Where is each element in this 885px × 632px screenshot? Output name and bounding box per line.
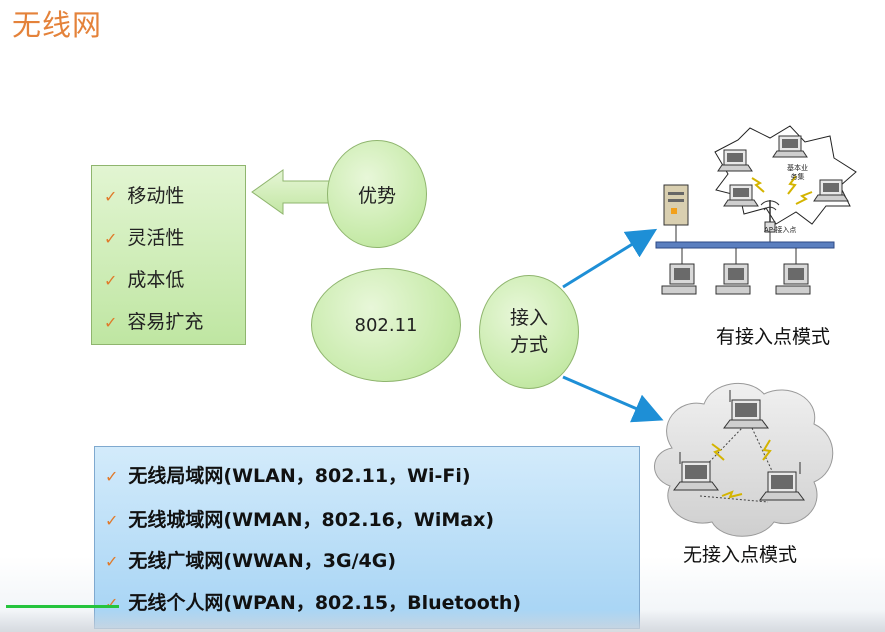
video-control-strip[interactable] bbox=[0, 610, 885, 632]
laptop-icon bbox=[759, 462, 805, 501]
advantage-label: 容易扩充 bbox=[127, 311, 204, 333]
advantage-item: ✓ 移动性 bbox=[104, 181, 184, 208]
video-progress-bar[interactable] bbox=[6, 605, 119, 608]
desktop-icon bbox=[775, 248, 811, 295]
network-type-label: 无线城域网(WMAN，802.16，WiMax) bbox=[128, 509, 495, 531]
arrow-to-ap-mode bbox=[562, 228, 658, 289]
access-method-label-line: 接入 bbox=[509, 307, 548, 329]
check-icon: ✓ bbox=[105, 511, 119, 530]
network-types-box: ✓ 无线局域网(WLAN，802.11，Wi-Fi) ✓ 无线城域网(WMAN，80… bbox=[94, 446, 640, 629]
ap-mode-caption: 有接入点模式 bbox=[716, 326, 831, 348]
network-type-item: ✓ 无线广域网(WWAN，3G/4G) bbox=[105, 546, 396, 573]
access-method-label-line: 方式 bbox=[509, 334, 548, 356]
check-icon: ✓ bbox=[104, 271, 118, 290]
check-icon: ✓ bbox=[104, 187, 118, 206]
advantage-label: 灵活性 bbox=[127, 227, 185, 249]
network-type-label: 无线个人网(WPAN，802.15，Bluetooth) bbox=[128, 592, 522, 614]
signal-icon bbox=[787, 175, 797, 195]
standard-node-label: 802.11 bbox=[354, 314, 418, 336]
laptop-icon bbox=[813, 179, 849, 202]
advantages-box: ✓ 移动性 ✓ 灵活性 ✓ 成本低 ✓ 容易扩充 bbox=[91, 165, 246, 345]
network-type-item: ✓ 无线城域网(WMAN，802.16，WiMax) bbox=[105, 505, 494, 532]
check-icon: ✓ bbox=[104, 229, 118, 248]
arrow-to-adhoc-mode bbox=[562, 375, 664, 423]
adhoc-mode-caption: 无接入点模式 bbox=[683, 544, 798, 566]
signal-icon bbox=[721, 490, 743, 499]
check-icon: ✓ bbox=[104, 313, 118, 332]
network-backbone bbox=[655, 241, 835, 249]
signal-icon bbox=[795, 191, 813, 205]
laptop-icon bbox=[772, 135, 808, 158]
advantage-item: ✓ 成本低 bbox=[104, 265, 184, 292]
advantage-node-label: 优势 bbox=[357, 184, 396, 207]
check-icon: ✓ bbox=[105, 594, 119, 613]
check-icon: ✓ bbox=[105, 552, 119, 571]
laptop-icon bbox=[717, 149, 753, 172]
bss-label: 基本业 务集 bbox=[787, 164, 808, 182]
standard-node: 802.11 bbox=[311, 268, 461, 382]
advantage-label: 成本低 bbox=[127, 269, 185, 291]
server-icon bbox=[663, 184, 689, 244]
advantage-item: ✓ 灵活性 bbox=[104, 223, 184, 250]
desktop-icon bbox=[661, 248, 697, 295]
ap-mode-illustration bbox=[655, 125, 857, 295]
network-type-label: 无线局域网(WLAN，802.11，Wi-Fi) bbox=[128, 465, 471, 487]
bss-label-line: 务集 bbox=[790, 173, 805, 181]
left-arrow bbox=[251, 169, 336, 215]
network-type-item: ✓ 无线个人网(WPAN，802.15，Bluetooth) bbox=[105, 588, 521, 615]
advantage-label: 移动性 bbox=[127, 185, 185, 207]
signal-icon bbox=[762, 439, 772, 461]
laptop-icon bbox=[673, 452, 719, 491]
check-icon: ✓ bbox=[105, 467, 119, 486]
ap-label: AP-接入点 bbox=[764, 226, 797, 234]
advantage-node: 优势 bbox=[327, 140, 427, 248]
access-method-node: 接入 方式 bbox=[479, 275, 579, 389]
network-type-item: ✓ 无线局域网(WLAN，802.11，Wi-Fi) bbox=[105, 461, 471, 488]
signal-icon bbox=[751, 177, 765, 193]
adhoc-mode-illustration bbox=[654, 382, 834, 537]
slide-title: 无线网 bbox=[12, 8, 103, 42]
desktop-icon bbox=[715, 248, 751, 295]
signal-icon bbox=[711, 443, 725, 461]
advantage-item: ✓ 容易扩充 bbox=[104, 307, 203, 334]
laptop-icon bbox=[723, 390, 769, 429]
network-type-label: 无线广域网(WWAN，3G/4G) bbox=[128, 550, 397, 572]
laptop-icon bbox=[723, 184, 759, 207]
bss-label-line: 基本业 bbox=[787, 164, 808, 172]
